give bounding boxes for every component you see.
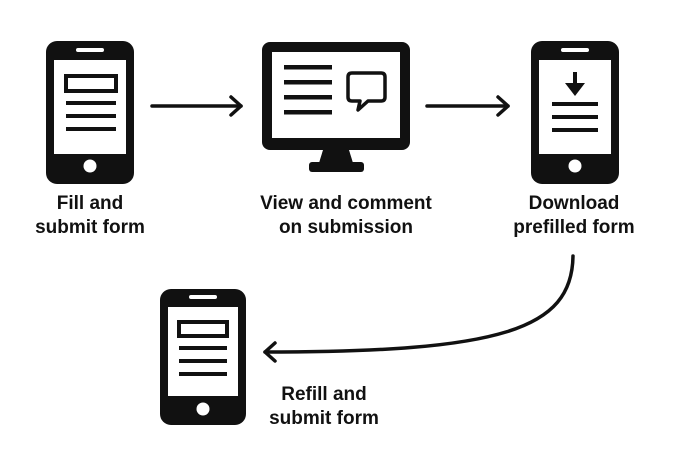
step-download-label: Download prefilled form [474,192,674,240]
curved-arrow-back [263,254,575,363]
phone-form-icon [46,41,134,184]
caption-line: Download [528,193,620,214]
step-fill-submit-label: Fill and submit form [0,192,190,240]
step-refill-submit-label: Refill and submit form [224,383,424,431]
arrow-right-1 [150,95,243,117]
caption-line: submit form [269,408,379,429]
caption-line: prefilled form [513,217,635,238]
caption-line: View and comment [260,193,432,214]
phone-form-icon [160,289,246,425]
arrow-right-2 [425,95,510,117]
caption-line: on submission [278,217,414,238]
caption-line: Refill and [281,384,367,405]
step-view-comment-label: View and comment on submission [246,192,446,240]
caption-line: Fill and [56,193,124,214]
caption-line: submit form [35,217,145,238]
monitor-comment-icon [262,42,410,172]
phone-download-icon [531,41,619,184]
